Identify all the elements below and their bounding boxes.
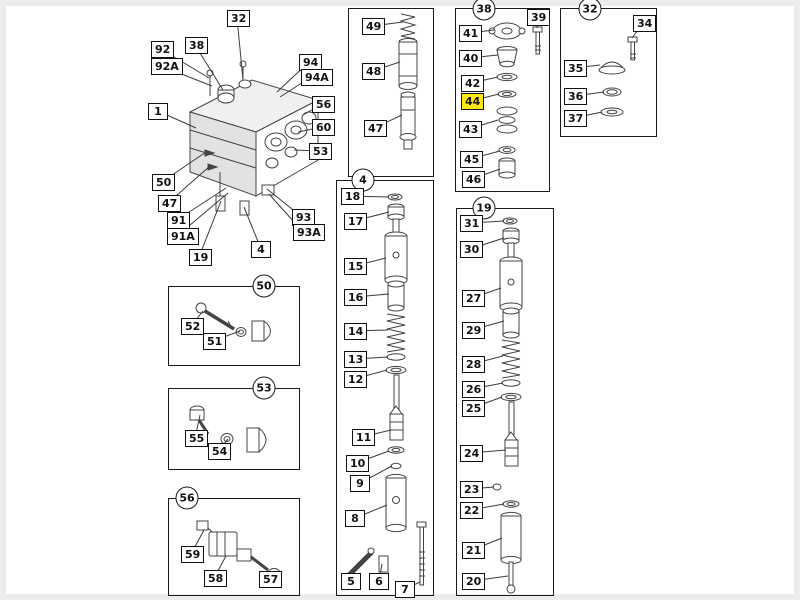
part-label-38[interactable]: 38	[185, 37, 209, 54]
part-label-60[interactable]: 60	[312, 119, 336, 136]
part-label-50[interactable]: 50	[152, 174, 176, 191]
part-label-42[interactable]: 42	[461, 75, 485, 92]
part-label-16[interactable]: 16	[344, 289, 368, 306]
group-badge-56: 56	[175, 486, 199, 510]
part-label-47[interactable]: 47	[158, 195, 182, 212]
part-label-6[interactable]: 6	[369, 573, 389, 590]
part-label-49[interactable]: 49	[362, 18, 386, 35]
part-label-93A[interactable]: 93A	[293, 224, 325, 241]
part-label-46[interactable]: 46	[462, 171, 486, 188]
part-label-91[interactable]: 91	[167, 212, 191, 229]
group-badge-32: 32	[578, 0, 602, 21]
part-label-37[interactable]: 37	[564, 110, 588, 127]
group-badge-50: 50	[252, 274, 276, 298]
part-label-12[interactable]: 12	[344, 371, 368, 388]
part-label-41[interactable]: 41	[459, 25, 483, 42]
group-badge-38: 38	[472, 0, 496, 21]
part-label-59[interactable]: 59	[181, 546, 205, 563]
part-label-43[interactable]: 43	[459, 121, 483, 138]
part-label-29[interactable]: 29	[462, 322, 486, 339]
part-label-24[interactable]: 24	[460, 445, 484, 462]
part-label-52[interactable]: 52	[181, 318, 205, 335]
part-label-54[interactable]: 54	[208, 443, 232, 460]
part-label-35[interactable]: 35	[564, 60, 588, 77]
part-label-28[interactable]: 28	[462, 356, 486, 373]
part-label-19[interactable]: 19	[189, 249, 213, 266]
part-label-7[interactable]: 7	[395, 581, 415, 598]
part-label-5[interactable]: 5	[341, 573, 361, 590]
part-label-11[interactable]: 11	[352, 429, 376, 446]
part-label-17[interactable]: 17	[344, 213, 368, 230]
part-label-92[interactable]: 92	[151, 41, 175, 58]
part-label-30[interactable]: 30	[460, 241, 484, 258]
part-label-15[interactable]: 15	[344, 258, 368, 275]
part-label-36[interactable]: 36	[564, 88, 588, 105]
part-label-48[interactable]: 48	[362, 63, 386, 80]
part-label-1[interactable]: 1	[148, 103, 168, 120]
part-label-4[interactable]: 4	[251, 241, 271, 258]
part-label-31[interactable]: 31	[460, 215, 484, 232]
part-label-8[interactable]: 8	[345, 510, 365, 527]
assembly-49-48-47-drawing	[398, 13, 418, 150]
part-label-22[interactable]: 22	[460, 502, 484, 519]
part-label-10[interactable]: 10	[346, 455, 370, 472]
part-label-51[interactable]: 51	[203, 333, 227, 350]
part-label-57[interactable]: 57	[259, 571, 283, 588]
part-label-91A[interactable]: 91A	[167, 228, 199, 245]
part-label-92A[interactable]: 92A	[151, 58, 183, 75]
part-label-13[interactable]: 13	[344, 351, 368, 368]
part-label-34[interactable]: 34	[633, 15, 657, 32]
part-label-53[interactable]: 53	[309, 143, 333, 160]
group-badge-53: 53	[252, 376, 276, 400]
part-label-20[interactable]: 20	[462, 573, 486, 590]
part-label-23[interactable]: 23	[460, 481, 484, 498]
part-label-32[interactable]: 32	[227, 10, 251, 27]
part-label-26[interactable]: 26	[462, 381, 486, 398]
part-label-25[interactable]: 25	[462, 400, 486, 417]
part-label-39[interactable]: 39	[527, 9, 551, 26]
part-label-18[interactable]: 18	[341, 188, 365, 205]
part-label-44[interactable]: 44	[461, 93, 485, 110]
part-label-21[interactable]: 21	[462, 542, 486, 559]
part-label-14[interactable]: 14	[344, 323, 368, 340]
part-label-55[interactable]: 55	[185, 430, 209, 447]
part-label-45[interactable]: 45	[460, 151, 484, 168]
part-label-9[interactable]: 9	[350, 475, 370, 492]
part-label-58[interactable]: 58	[204, 570, 228, 587]
part-label-27[interactable]: 27	[462, 290, 486, 307]
part-label-94A[interactable]: 94A	[301, 69, 333, 86]
assembly-19-drawing	[492, 217, 523, 594]
part-label-47[interactable]: 47	[364, 120, 388, 137]
part-label-40[interactable]: 40	[459, 50, 483, 67]
part-label-56[interactable]: 56	[312, 96, 336, 113]
